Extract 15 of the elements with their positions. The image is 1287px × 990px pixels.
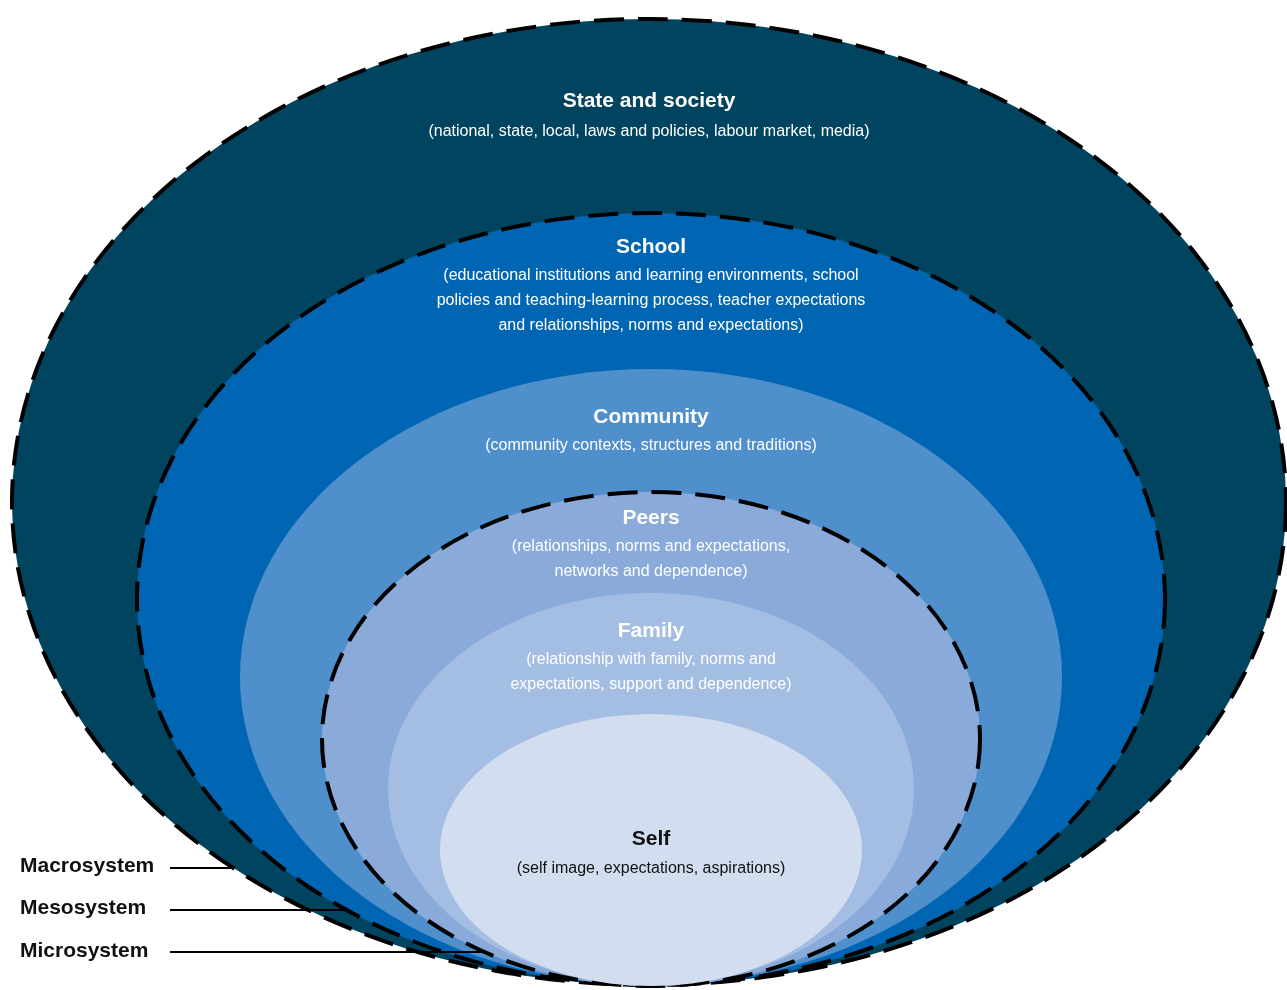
layer-heading: Family [617,618,685,642]
layer-description: (community contexts, structures and traditions) [484,435,818,455]
layer-heading: School [616,234,686,258]
layer-description: (relationships, norms and expectations, networks and dependence) [510,536,792,581]
system-label: Mesosystem [20,895,147,919]
system-label: Macrosystem [20,853,155,877]
layer-description: (relationship with family, norms and expectations, support and dependence) [509,649,793,694]
layer-description: (self image, expectations, aspirations) [515,858,787,878]
layer-heading: Peers [622,505,680,529]
layer-description: (educational institutions and learning environments, school policies and teaching-learning process, teacher expectations and relationships, norms and expectations) [435,265,867,335]
layer-heading: State and society [562,88,736,112]
layer-description: (national, state, local, laws and policies, labour market, media) [427,121,871,141]
layer-heading: Self [631,826,671,850]
layer-heading: Community [593,404,709,428]
system-label: Microsystem [20,938,149,962]
